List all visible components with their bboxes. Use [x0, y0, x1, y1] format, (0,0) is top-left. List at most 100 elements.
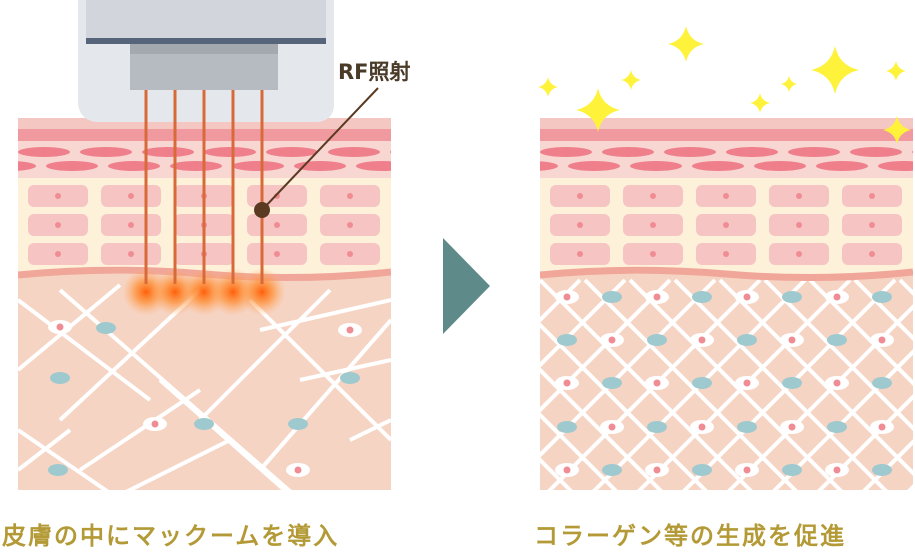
heat-spot	[238, 268, 286, 316]
dermal-nucleus	[878, 423, 886, 431]
nucleus	[650, 193, 656, 199]
probe-band	[86, 38, 326, 44]
fibroblast	[872, 464, 892, 476]
collagen-fiber	[158, 378, 288, 490]
sparkle	[781, 76, 797, 92]
collagen-fiber	[540, 278, 627, 368]
dermal-nucleus	[833, 293, 841, 301]
collagen-fiber	[547, 278, 762, 490]
collagen-fiber	[248, 298, 391, 442]
fibroblast	[50, 372, 70, 384]
fibroblast	[288, 418, 308, 430]
dermal-nucleus	[743, 293, 751, 301]
rf-heat-glow	[122, 268, 286, 316]
nucleus	[869, 222, 875, 228]
granular-lens	[788, 147, 840, 157]
fibroblast	[827, 421, 847, 433]
nucleus	[128, 251, 134, 257]
electrode-pins	[144, 90, 264, 284]
granular-lens	[266, 147, 318, 157]
collagen-fiber	[540, 278, 672, 413]
collagen-fiber	[540, 412, 618, 490]
collagen-fiber	[125, 438, 231, 490]
collagen-fiber	[540, 457, 573, 490]
granular-lens	[356, 161, 391, 171]
collagen-fiber	[299, 358, 391, 382]
fibroblast	[872, 291, 892, 303]
granular-lenses	[540, 147, 913, 171]
rf-irradiation-label: RF照射	[338, 60, 411, 84]
nucleus	[577, 222, 583, 228]
fibroblast	[602, 291, 622, 303]
dermal-nucleus	[788, 336, 796, 344]
granular-lens	[816, 161, 868, 171]
granular-lens	[80, 147, 132, 157]
granular-lens	[540, 147, 592, 157]
fibroblast	[782, 291, 802, 303]
collagen-fiber	[772, 349, 913, 490]
collagen-fiber	[808, 278, 913, 386]
dermal-nucleus	[608, 336, 616, 344]
collagen-fiber	[862, 439, 913, 490]
sparkle	[883, 116, 911, 144]
dermal-nucleus	[788, 423, 796, 431]
nucleus	[55, 222, 61, 228]
nucleus	[274, 251, 280, 257]
granular-lens	[18, 147, 70, 157]
fibroblast	[782, 377, 802, 389]
transition-arrow	[443, 238, 490, 334]
dermal-nucleus	[698, 423, 706, 431]
fibroblast	[340, 372, 360, 384]
granular-lens	[108, 161, 160, 171]
fibroblast	[737, 334, 757, 346]
granular-lens	[726, 147, 778, 157]
granular-lens	[540, 161, 558, 171]
granular-lens	[232, 161, 284, 171]
nucleus	[723, 222, 729, 228]
granular-lens	[170, 161, 222, 171]
nucleus	[577, 251, 583, 257]
nucleus	[55, 251, 61, 257]
granular-lens	[692, 161, 744, 171]
dermal-nucleus	[653, 379, 661, 387]
fibroblast	[194, 418, 214, 430]
collagen-fiber	[853, 278, 913, 341]
fibroblast	[602, 377, 622, 389]
fibroblast	[827, 334, 847, 346]
granular-lens	[142, 147, 194, 157]
rf-probe	[78, 0, 334, 122]
granular-lens	[878, 161, 913, 171]
granular-lens	[664, 147, 716, 157]
granular-lens	[754, 161, 806, 171]
sparkles	[538, 26, 911, 144]
right-caption: コラーゲン等の生成を促進	[534, 522, 846, 550]
sparkle	[621, 70, 641, 90]
fibroblast	[782, 464, 802, 476]
dermal-nucleus	[653, 466, 661, 474]
fibroblast	[692, 377, 712, 389]
collagen-fiber	[198, 288, 332, 422]
collagen-fiber	[817, 394, 913, 490]
dermal-nucleus	[563, 466, 571, 474]
dermal-nucleus	[56, 323, 64, 331]
nucleus	[650, 222, 656, 228]
sparkle	[538, 77, 558, 97]
granular-lens	[630, 161, 682, 171]
collagen-fiber	[682, 278, 897, 490]
collagen-fiber	[592, 278, 807, 490]
nucleus	[650, 251, 656, 257]
granular-lenses	[18, 147, 391, 171]
dermal-nucleus	[346, 326, 354, 334]
cell-rows	[550, 185, 902, 265]
stratum-line	[540, 129, 913, 141]
collagen-lattice	[540, 278, 913, 490]
collagen-fiber	[78, 388, 202, 472]
nucleus	[869, 251, 875, 257]
sparkle	[886, 61, 906, 81]
collagen-fiber	[18, 298, 152, 402]
nucleus	[347, 193, 353, 199]
dermal-nucleus	[833, 379, 841, 387]
collagen-fiber	[18, 428, 72, 472]
